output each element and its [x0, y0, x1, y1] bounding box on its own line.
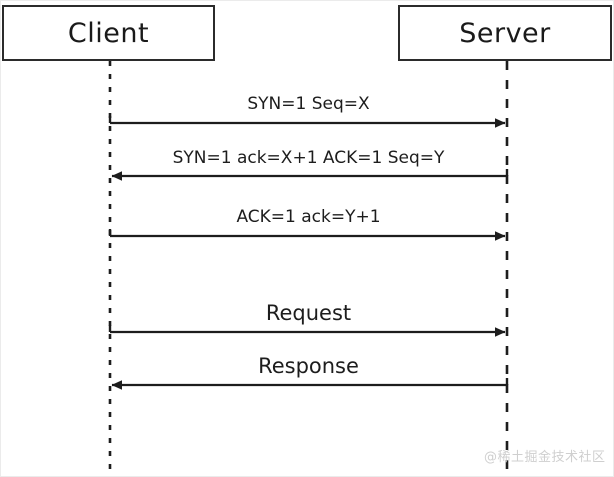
message-arrow-5 — [111, 378, 509, 390]
message-arrow-4 — [108, 325, 506, 337]
message-label-syn-ack: SYN=1 ack=X+1 ACK=1 Seq=Y — [172, 148, 445, 168]
message-label-syn-seq: SYN=1 Seq=X — [247, 94, 370, 114]
message-arrow-3 — [108, 229, 506, 241]
message-label-response: Response — [258, 354, 359, 378]
message-arrow-1 — [108, 116, 506, 128]
message-label-request: Request — [265, 301, 352, 325]
watermark-text: @稀土掘金技术社区 — [484, 450, 606, 465]
actor-box-client[interactable]: Client — [2, 5, 215, 61]
actor-box-server[interactable]: Server — [398, 5, 612, 61]
message-arrow-2 — [111, 169, 509, 181]
actor-label-server: Server — [459, 17, 551, 49]
message-label-ack: ACK=1 ack=Y+1 — [236, 207, 381, 227]
actor-label-client: Client — [67, 17, 150, 49]
